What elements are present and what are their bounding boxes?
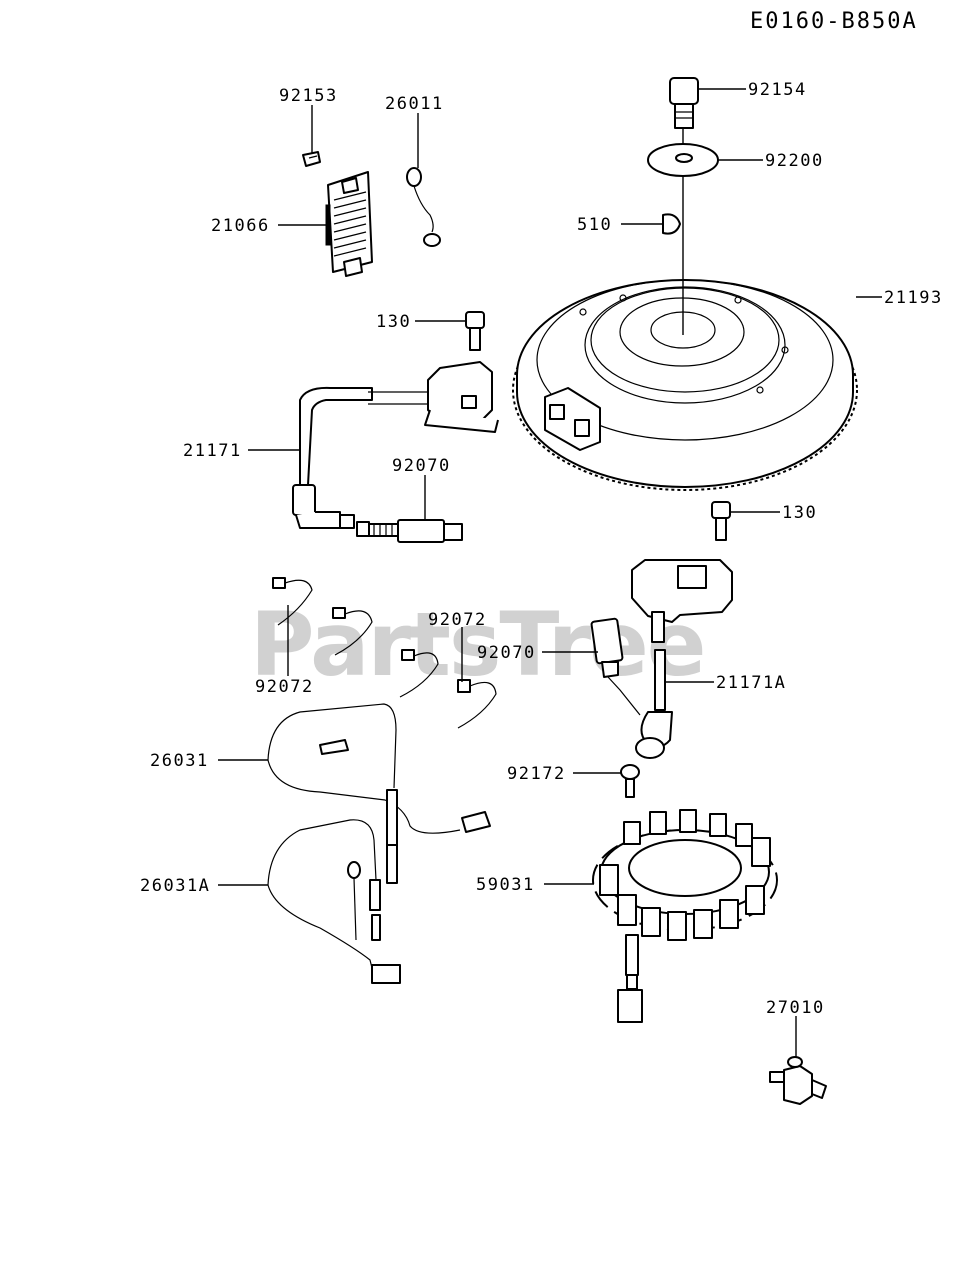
watermark: PartsTree [250, 593, 704, 696]
label-92072-right[interactable]: 92072 [428, 610, 487, 630]
ignition-coil-21171[interactable] [292, 361, 499, 529]
bolt-130-lower[interactable] [711, 501, 731, 541]
label-21171[interactable]: 21171 [183, 441, 242, 461]
label-92070-lower[interactable]: 92070 [477, 643, 536, 663]
diagram-code: E0160-B850A [750, 9, 918, 34]
label-21171A[interactable]: 21171A [716, 673, 786, 693]
label-21066[interactable]: 21066 [211, 216, 270, 236]
label-510[interactable]: 510 [577, 215, 612, 235]
flywheel[interactable] [512, 279, 858, 491]
label-92070-upper[interactable]: 92070 [392, 456, 451, 476]
harness-26031[interactable] [267, 703, 491, 846]
key-510[interactable] [662, 213, 681, 235]
label-92154[interactable]: 92154 [748, 80, 807, 100]
oil-switch-27010[interactable] [769, 1056, 827, 1105]
label-21193[interactable]: 21193 [884, 288, 943, 308]
spark-plug-92070-lower[interactable] [590, 617, 641, 716]
spark-plug-92070-upper[interactable] [356, 519, 463, 543]
label-26011[interactable]: 26011 [385, 94, 444, 114]
label-26031[interactable]: 26031 [150, 751, 209, 771]
washer-92200[interactable] [647, 143, 719, 177]
ground-wire-26011[interactable] [406, 167, 441, 247]
label-26031A[interactable]: 26031A [140, 876, 210, 896]
screw-92172[interactable] [620, 764, 640, 798]
clips-92072[interactable] [272, 577, 497, 729]
bolt-92154[interactable] [669, 77, 699, 129]
regulator-21066[interactable] [325, 171, 373, 277]
label-92200[interactable]: 92200 [765, 151, 824, 171]
stator-59031[interactable] [592, 809, 778, 1023]
label-92172[interactable]: 92172 [507, 764, 566, 784]
harness-26031A[interactable] [267, 819, 401, 984]
ignition-coil-21171A[interactable] [631, 559, 733, 759]
label-92153[interactable]: 92153 [279, 86, 338, 106]
label-27010[interactable]: 27010 [766, 998, 825, 1018]
label-130-upper[interactable]: 130 [376, 312, 411, 332]
label-92072-left[interactable]: 92072 [255, 677, 314, 697]
label-130-lower[interactable]: 130 [782, 503, 817, 523]
screw-92153[interactable] [302, 151, 321, 167]
label-59031[interactable]: 59031 [476, 875, 535, 895]
bolt-130-upper[interactable] [465, 311, 485, 351]
